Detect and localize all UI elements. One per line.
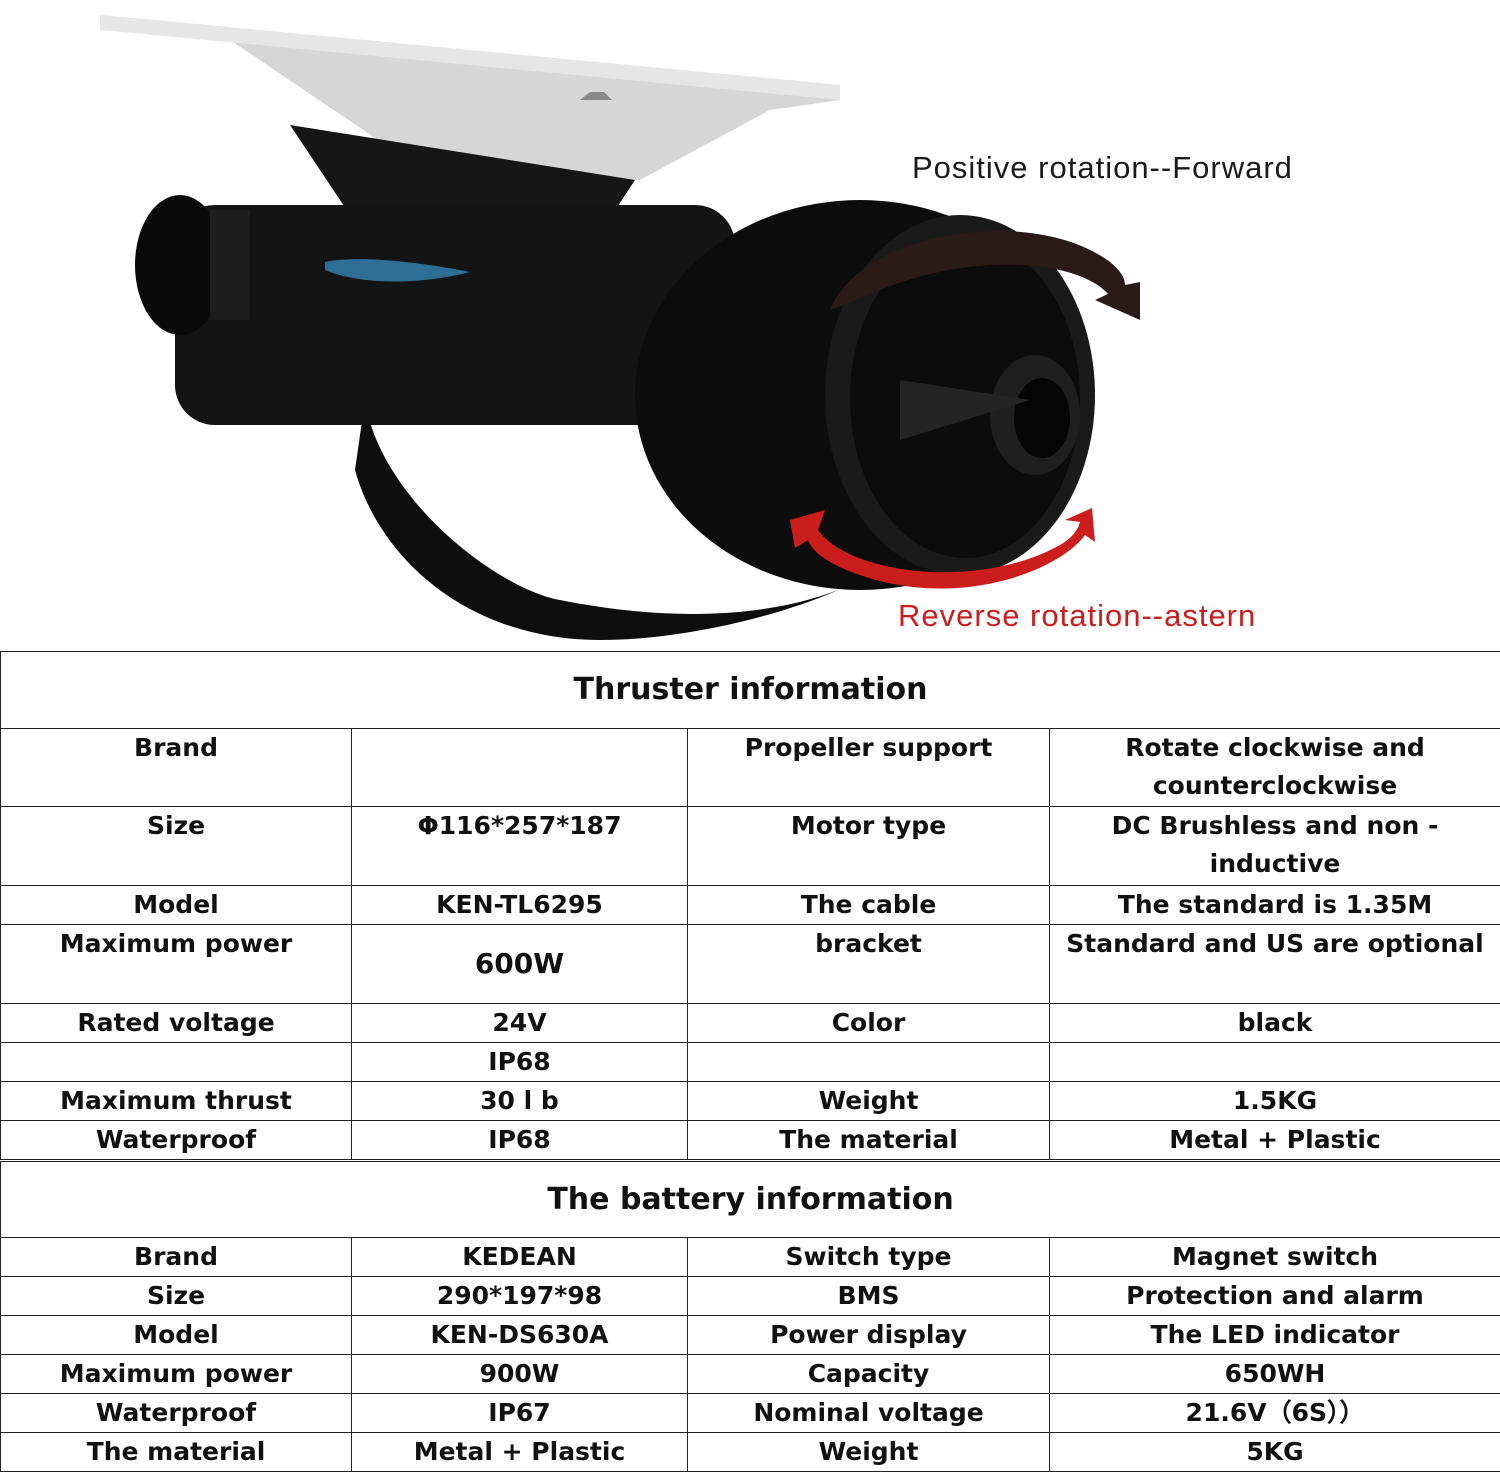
thruster-table-title: Thruster information	[0, 651, 1500, 729]
forward-rotation-arrow	[830, 231, 1140, 320]
table-cell: 290*197*98	[351, 1276, 688, 1316]
thruster-info-table: Thruster information Brand Propeller sup…	[0, 651, 1500, 1160]
table-cell: Φ116*257*187	[351, 806, 688, 886]
table-cell: Model	[0, 1315, 352, 1355]
table-cell: 30 l b	[351, 1081, 688, 1121]
table-cell: The LED indicator	[1048, 1315, 1500, 1355]
reverse-rotation-arrow	[790, 508, 1095, 589]
table-cell: Waterproof	[0, 1393, 352, 1433]
table-cell: Maximum power	[0, 924, 352, 1004]
table-row: Model KEN-TL6295 The cable The standard …	[0, 885, 1500, 925]
table-cell: KEN-TL6295	[351, 885, 688, 925]
table-cell	[1048, 1042, 1500, 1082]
table-cell: bracket	[687, 924, 1050, 1004]
table-row: Brand Propeller support Rotate clockwise…	[0, 728, 1500, 807]
table-cell: Propeller support	[687, 728, 1050, 807]
table-row: Size Φ116*257*187 Motor type DC Brushles…	[0, 806, 1500, 886]
table-cell: Size	[0, 1276, 352, 1316]
table-cell: 24V	[351, 1003, 688, 1043]
table-cell: BMS	[687, 1276, 1050, 1316]
table-row: Brand KEDEAN Switch type Magnet switch	[0, 1237, 1500, 1277]
thruster-illustration	[100, 15, 1140, 640]
table-cell: Waterproof	[0, 1120, 352, 1160]
table-cell: The standard is 1.35M	[1048, 885, 1500, 925]
table-cell: 1.5KG	[1048, 1081, 1500, 1121]
battery-table-title: The battery information	[0, 1161, 1500, 1238]
battery-info-table: The battery information Brand KEDEAN Swi…	[0, 1161, 1500, 1472]
table-cell: Weight	[687, 1081, 1050, 1121]
table-cell: 650WH	[1048, 1354, 1500, 1394]
table-cell: IP68	[351, 1042, 688, 1082]
table-cell: Power display	[687, 1315, 1050, 1355]
table-cell: Brand	[0, 728, 352, 807]
table-cell: Switch type	[687, 1237, 1050, 1277]
table-cell: Weight	[687, 1432, 1050, 1472]
table-row: Maximum power 600W bracket Standard and …	[0, 924, 1500, 1004]
forward-rotation-caption: Positive rotation--Forward	[912, 150, 1293, 185]
propeller-shroud	[635, 200, 1095, 590]
motor-body	[135, 195, 735, 425]
table-cell: KEDEAN	[351, 1237, 688, 1277]
table-cell: Rated voltage	[0, 1003, 352, 1043]
table-cell: IP67	[351, 1393, 688, 1433]
table-cell: Size	[0, 806, 352, 886]
table-row: Size 290*197*98 BMS Protection and alarm	[0, 1276, 1500, 1316]
table-cell	[687, 1042, 1050, 1082]
table-cell: Magnet switch	[1048, 1237, 1500, 1277]
table-cell: Color	[687, 1003, 1050, 1043]
table-cell: Protection and alarm	[1048, 1276, 1500, 1316]
table-row: Rated voltage 24V Color black	[0, 1003, 1500, 1043]
mount-bracket	[290, 125, 635, 215]
table-cell: Nominal voltage	[687, 1393, 1050, 1433]
table-cell: Maximum thrust	[0, 1081, 352, 1121]
table-cell: 5KG	[1048, 1432, 1500, 1472]
table-cell	[0, 1042, 352, 1082]
table-row: Maximum thrust 30 l b Weight 1.5KG	[0, 1081, 1500, 1121]
table-cell: Brand	[0, 1237, 352, 1277]
mount-plate	[100, 15, 840, 180]
table-cell: IP68	[351, 1120, 688, 1160]
table-cell: The cable	[687, 885, 1050, 925]
table-cell: Motor type	[687, 806, 1050, 886]
table-cell: The material	[687, 1120, 1050, 1160]
table-cell: DC Brushless and non - inductive	[1048, 806, 1500, 886]
reverse-rotation-caption: Reverse rotation--astern	[898, 598, 1257, 633]
table-cell: The material	[0, 1432, 352, 1472]
table-cell: KEN-DS630A	[351, 1315, 688, 1355]
table-row: Maximum power 900W Capacity 650WH	[0, 1354, 1500, 1394]
table-cell: Metal + Plastic	[1048, 1120, 1500, 1160]
table-cell: Metal + Plastic	[351, 1432, 688, 1472]
table-cell: 21.6V（6S））	[1048, 1393, 1500, 1433]
table-row: Model KEN-DS630A Power display The LED i…	[0, 1315, 1500, 1355]
table-cell: black	[1048, 1003, 1500, 1043]
table-cell: Standard and US are optional	[1048, 924, 1500, 1004]
table-cell: Maximum power	[0, 1354, 352, 1394]
skeg	[355, 400, 838, 640]
table-row: The material Metal + Plastic Weight 5KG	[0, 1432, 1500, 1472]
table-row: IP68	[0, 1042, 1500, 1082]
table-cell: Rotate clockwise and counterclockwise	[1048, 728, 1500, 807]
table-cell: Capacity	[687, 1354, 1050, 1394]
table-cell: 600W	[351, 924, 688, 1004]
table-cell: 900W	[351, 1354, 688, 1394]
table-row: Waterproof IP68 The material Metal + Pla…	[0, 1120, 1500, 1160]
table-row: Waterproof IP67 Nominal voltage 21.6V（6S…	[0, 1393, 1500, 1433]
table-cell: Model	[0, 885, 352, 925]
table-cell	[351, 728, 688, 807]
